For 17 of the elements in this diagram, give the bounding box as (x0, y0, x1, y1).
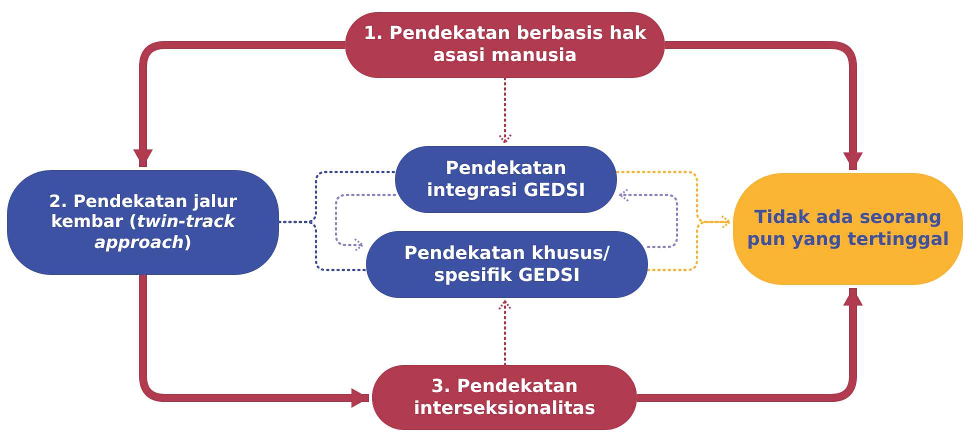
arrow (139, 275, 369, 408)
dotted-arrow (646, 215, 732, 272)
node-label: Tidak ada seorang pun yang tertinggal (747, 207, 949, 251)
dotted-arrow (498, 76, 512, 144)
node-label: 2. Pendekatan jalur kembar (twin-track approach) (48, 192, 238, 254)
dotted-line (278, 220, 368, 272)
arrow (637, 288, 863, 402)
node-label: 1. Pendekatan berbasis hak asasi manusia (362, 23, 648, 67)
node-label: Pendekatan integrasi GEDSI (426, 158, 586, 202)
approach-pill (366, 231, 648, 298)
dotted-arrow (498, 300, 512, 366)
dotted-arrow (618, 188, 678, 248)
node-label: Pendekatan khusus/ spesifik GEDSI (403, 242, 611, 286)
node-label: 3. Pendekatan interseksionalitas (412, 376, 596, 420)
arrow (665, 41, 863, 170)
dotted-arrow (334, 194, 396, 252)
arrow (133, 41, 345, 167)
